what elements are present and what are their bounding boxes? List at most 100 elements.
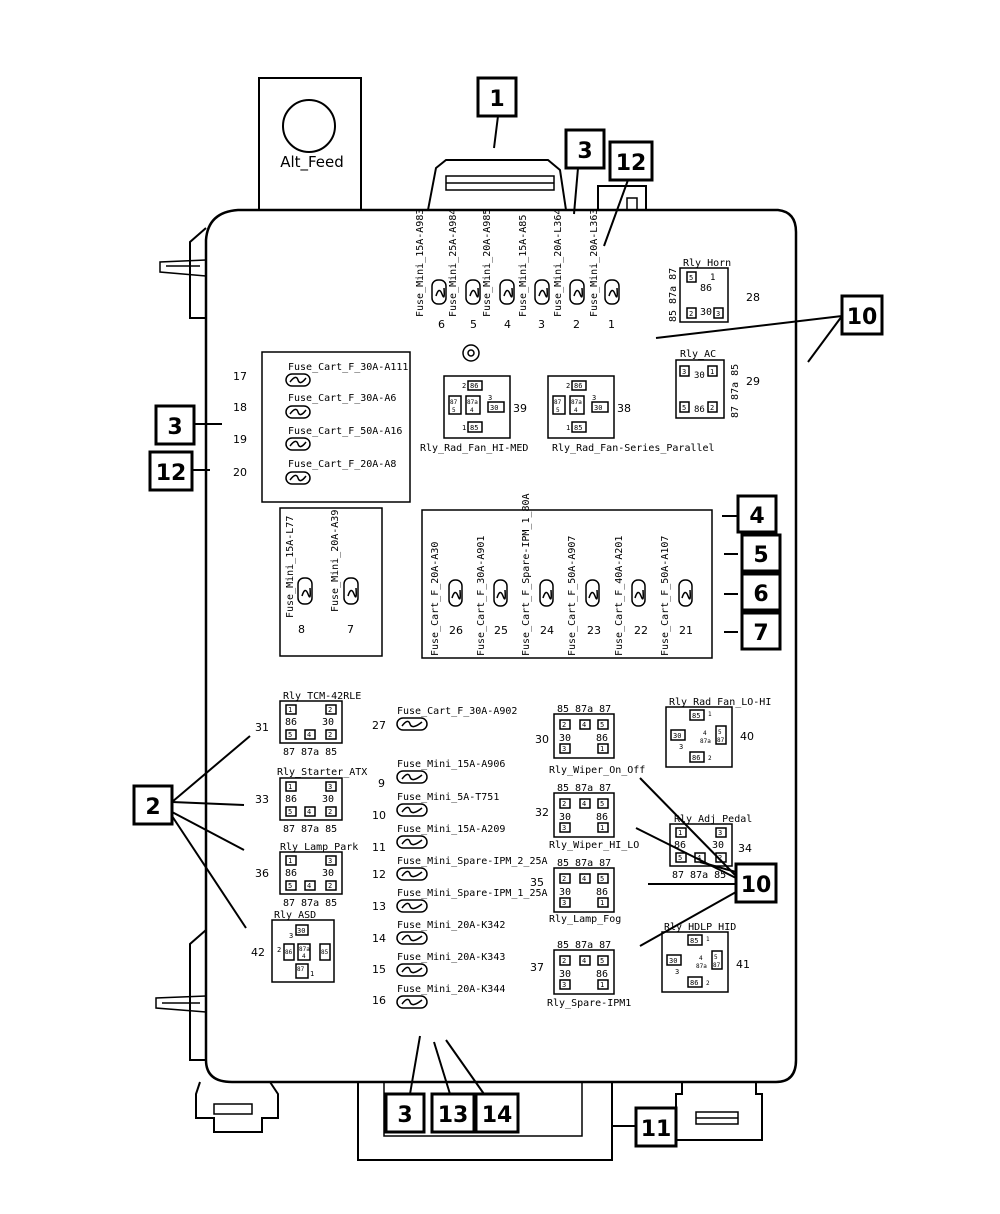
callout-box-3-top [564, 128, 606, 170]
callout-box-12-top [608, 140, 654, 182]
callout-box-7 [740, 611, 782, 651]
col-fuse-label-13: Fuse_Mini_Spare-IPM_1_25A [397, 888, 548, 899]
relay-ac-pins: 87 87a 85 [730, 364, 741, 418]
col-fuse-label-9: Fuse_Mini_15A-A906 [397, 759, 505, 770]
relay-tcm-p2: 2 [328, 706, 332, 714]
leader-12-top [603, 179, 629, 247]
relay-wiper-hi-lo-p4: 4 [582, 800, 586, 808]
relay-lamp-park: Rly_Lamp_Park 1 3 86 30 5 4 2 87 87a 85 … [255, 842, 358, 909]
fuse-4 [499, 279, 515, 305]
leader-10-mid-e [699, 861, 737, 873]
relay-lamp-park-pin-box [304, 880, 316, 891]
relay-hdlp-hid-p4: 4 [699, 955, 703, 962]
relay-spare-p3: 3 [562, 981, 566, 989]
col-fuse-14 [396, 931, 428, 945]
relay-lamp-park-bottom: 87 87a 85 [283, 898, 337, 909]
cart-fuse-label-24: Fuse_Cart_F_Spare-IPM_1_80A [521, 493, 532, 656]
relay-rad-fan-lo-hi-p85: 85 [692, 712, 700, 720]
relay-adj-pedal-p86: 86 [674, 840, 686, 851]
relay-adj-pedal-p4: 4 [697, 854, 701, 862]
top-fuse-group: Fuse_Mini_15A-A983 Fuse_Mini_25A-A984 Fu… [415, 209, 620, 331]
relay-rad-fan-series-p86: 86 [574, 382, 582, 390]
relay-ac-p30: 30 [694, 371, 705, 381]
cart-fuse-22-element [634, 589, 644, 600]
relay-lamp-fog: 85 87a 87 2 4 5 30 86 3 1 Rly_Lamp_Fog 3… [530, 858, 621, 925]
relay-starter-pin-box [304, 806, 316, 817]
relay-adj-pedal-bottom: 87 87a 85 [672, 870, 726, 881]
relay-rad-fan-series-p4: 4 [574, 407, 578, 414]
relay-asd-p4: 4 [302, 953, 306, 960]
cart-fuse-19 [285, 437, 311, 451]
relay-hdlp-hid: Rly_HDLP_HID 85 1 30 3 4 87a 587 86 2 41 [661, 922, 750, 993]
fuse-4-element [503, 287, 513, 298]
relay-rad-fan-hi-med-p85: 85 [470, 424, 478, 432]
leader-10-top-a [655, 315, 843, 339]
cart-fuse-24-element [542, 589, 552, 600]
relay-ac-p5: 5 [682, 404, 686, 412]
relay-horn-p86: 86 [700, 283, 712, 294]
relay-asd-p30: 30 [297, 927, 305, 935]
relay-starter-p3: 3 [328, 783, 332, 791]
callout-6: 6 [753, 582, 768, 607]
relay-spare-p5: 5 [600, 957, 604, 965]
bottom-left-clip [195, 1081, 279, 1133]
relay-asd-box [271, 919, 335, 983]
cart-fuse-num-23: 23 [587, 624, 601, 637]
relay-rad-fan-hi-med-label: Rly_Rad_Fan_HI-MED [420, 443, 528, 454]
relay-starter-number: 33 [255, 793, 269, 806]
relay-tcm-box [279, 700, 343, 744]
relay-lamp-park-pin-box [285, 880, 297, 891]
left-tab-top [189, 227, 207, 319]
callout-10-top: 10 [847, 305, 878, 330]
top-connector [427, 159, 567, 211]
cart-fuse-24 [539, 579, 554, 607]
relay-horn-pin-box [686, 307, 697, 319]
relay-wiper-hi-lo-number: 32 [535, 806, 549, 819]
relay-wiper-hi-lo-p86: 86 [596, 812, 608, 823]
relay-rad-fan-series-pin-box [571, 380, 587, 391]
relay-ac-box [675, 359, 725, 419]
top-right-bracket [597, 185, 647, 210]
col-fuse-label-12: Fuse_Mini_Spare-IPM_2_25A [397, 856, 548, 867]
relay-horn-number: 28 [746, 291, 760, 304]
relay-adj-pedal-p3: 3 [718, 829, 722, 837]
relay-wiper-hi-lo-p3: 3 [562, 824, 566, 832]
col-fuse-num-14: 14 [372, 932, 386, 945]
relay-ac-p2: 2 [710, 404, 714, 412]
relay-asd-label: Rly_ASD [274, 910, 316, 921]
relay-rad-fan-lo-hi-p1: 1 [708, 711, 712, 718]
mini-fuse-7-element [347, 587, 357, 598]
callout-7: 7 [753, 621, 768, 646]
relay-rad-fan-lo-hi-pin-box [670, 729, 686, 741]
relay-asd-pin-box [283, 943, 295, 961]
relay-rad-fan-series-pin-box [591, 401, 609, 413]
relay-rad-fan-lo-hi-p2: 2 [708, 755, 712, 762]
relay-rad-fan-series-p87: 87 [554, 399, 562, 406]
relay-horn-label: Rly_Horn [683, 258, 731, 269]
relay-lamp-park-pin-box [325, 855, 337, 866]
fuse-label-3: Fuse_Mini_15A-A85 [518, 215, 529, 317]
fuse-num-4: 4 [504, 318, 511, 331]
relay-wiper-on-off-p4: 4 [582, 721, 586, 729]
leader-13 [433, 1041, 451, 1095]
cart-fuse-25 [493, 579, 508, 607]
relay-ac-pin-box [707, 401, 718, 413]
relay-spare-pin-box [579, 955, 591, 966]
fuse-2 [569, 279, 585, 305]
cart-fuse-19-element [289, 440, 307, 448]
col-fuse-num-16: 16 [372, 994, 386, 1007]
relay-rad-fan-hi-med-pin-box [487, 401, 505, 413]
relay-asd-pin-box [319, 943, 331, 961]
relay-rad-fan-series-p87a: 87a [571, 399, 582, 406]
fuse-5 [465, 279, 481, 305]
relay-rad-fan-series-pin-box [571, 421, 587, 433]
relay-asd-p3: 3 [289, 932, 293, 940]
relay-lamp-fog-pin-box [597, 873, 609, 884]
cart-fuse-20 [285, 471, 311, 485]
leader-10-mid-b [635, 827, 737, 879]
relay-rad-fan-hi-med-p87a: 87a [467, 399, 478, 406]
leader-2-c [171, 811, 245, 851]
callout-3-left: 3 [167, 415, 182, 440]
relay-tcm-pin-box [285, 704, 297, 715]
relay-lamp-fog-pin-box [559, 873, 571, 884]
